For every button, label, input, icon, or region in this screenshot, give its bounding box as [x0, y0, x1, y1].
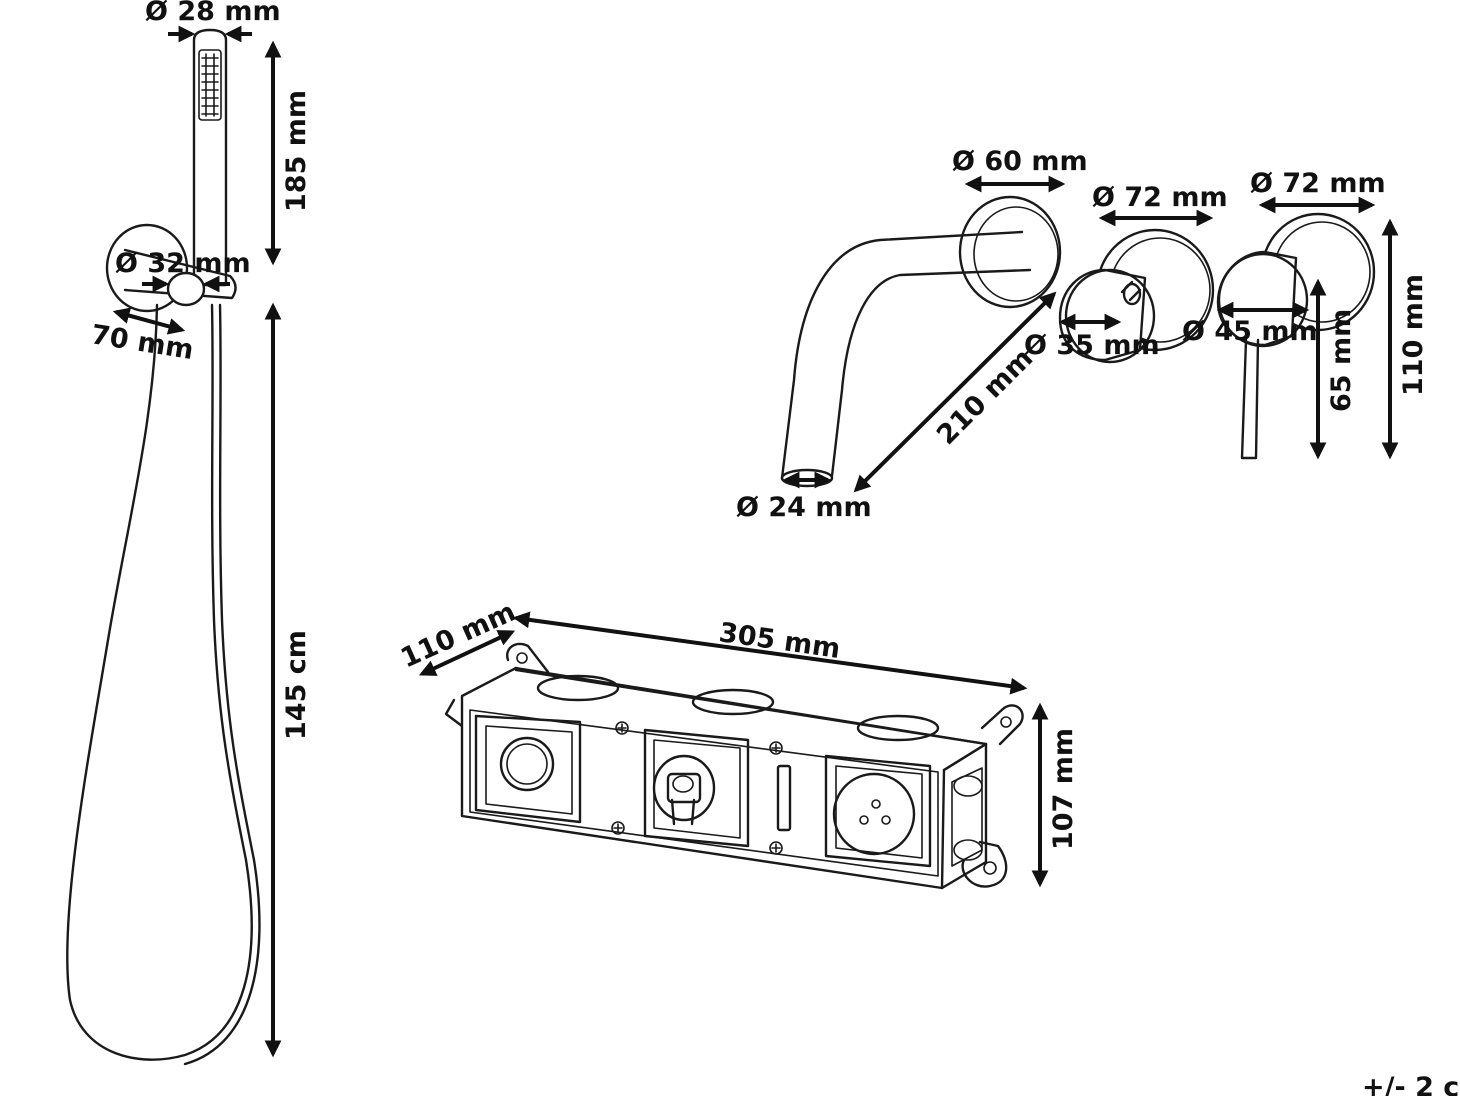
- valve-2-lever: [1240, 338, 1260, 460]
- label-valve1-knob-diameter: Ø 35 mm: [1024, 330, 1160, 361]
- cartridge-middle: [643, 728, 750, 848]
- top-port-3: [856, 714, 940, 742]
- shower-nozzle-pattern: [201, 53, 219, 117]
- cartridge-right: [824, 754, 932, 868]
- label-holder-depth: 70 mm: [89, 319, 196, 366]
- valve-2-group: Ø 72 mm Ø 45 mm 65 mm 110 mm: [1182, 168, 1429, 460]
- dim-valve1-flange-diameter: Ø 72 mm: [1092, 182, 1228, 227]
- label-holder-diameter: Ø 32 mm: [115, 248, 251, 279]
- label-hose-length: 145 cm: [281, 630, 312, 740]
- dim-valve2-lever-height: 65 mm: [1309, 278, 1357, 460]
- label-valve2-flange-diameter: Ø 72 mm: [1250, 168, 1386, 199]
- label-valve1-flange-diameter: Ø 72 mm: [1092, 182, 1228, 213]
- hand-shower-handle: [192, 28, 228, 287]
- hand-shower-group: Ø 28 mm 185 mm Ø 32 mm 70 mm 145 cm: [66, 0, 312, 1066]
- label-spout-flange-diameter: Ø 60 mm: [952, 146, 1088, 177]
- dim-holder-depth: 70 mm: [89, 307, 196, 366]
- spout-flange: [958, 195, 1062, 309]
- label-valve2-knob-diameter: Ø 45 mm: [1182, 316, 1318, 347]
- center-slot: [776, 764, 792, 832]
- label-spout-pipe-diameter: Ø 24 mm: [736, 492, 872, 523]
- mount-ear-left: [444, 698, 464, 728]
- dim-spout-length: 210 mm: [853, 291, 1057, 493]
- label-box-height: 107 mm: [1048, 728, 1079, 850]
- dim-box-height: 107 mm: [1031, 702, 1079, 888]
- dim-valve2-flange-diameter: Ø 72 mm: [1250, 168, 1386, 214]
- label-valve2-total-height: 110 mm: [1398, 274, 1429, 396]
- cartridge-left: [474, 714, 582, 824]
- dim-handshower-diameter: Ø 28 mm: [145, 0, 281, 43]
- tolerance-note: +/- 2 cm: [1362, 1072, 1460, 1096]
- label-valve2-lever-height: 65 mm: [1326, 309, 1357, 412]
- label-handshower-length: 185 mm: [281, 90, 312, 212]
- concealed-box-group: 110 mm 305 mm 107 mm: [396, 596, 1079, 890]
- label-spout-length: 210 mm: [931, 343, 1039, 451]
- dim-valve1-knob-diameter: Ø 35 mm: [1024, 313, 1160, 361]
- dim-spout-flange-diameter: Ø 60 mm: [952, 146, 1088, 193]
- dim-holder-diameter: Ø 32 mm: [115, 248, 251, 293]
- screws: [611, 721, 783, 855]
- dim-box-depth: 110 mm: [396, 596, 520, 676]
- mount-ear-bottom-right: [961, 840, 1008, 888]
- label-handshower-diameter: Ø 28 mm: [145, 0, 281, 27]
- spout-pipe: [780, 230, 1024, 480]
- dim-valve2-knob-diameter: Ø 45 mm: [1182, 301, 1318, 347]
- dim-hose-length: 145 cm: [264, 302, 312, 1058]
- valve-1-group: Ø 72 mm Ø 35 mm: [1024, 182, 1228, 364]
- mount-ear-top-right: [980, 704, 1024, 746]
- dim-handshower-length: 185 mm: [264, 40, 312, 266]
- dim-valve2-total-height: 110 mm: [1381, 218, 1429, 460]
- label-box-width: 305 mm: [717, 617, 842, 665]
- dim-spout-pipe-diameter: Ø 24 mm: [736, 471, 872, 523]
- shower-hose: [66, 303, 253, 1061]
